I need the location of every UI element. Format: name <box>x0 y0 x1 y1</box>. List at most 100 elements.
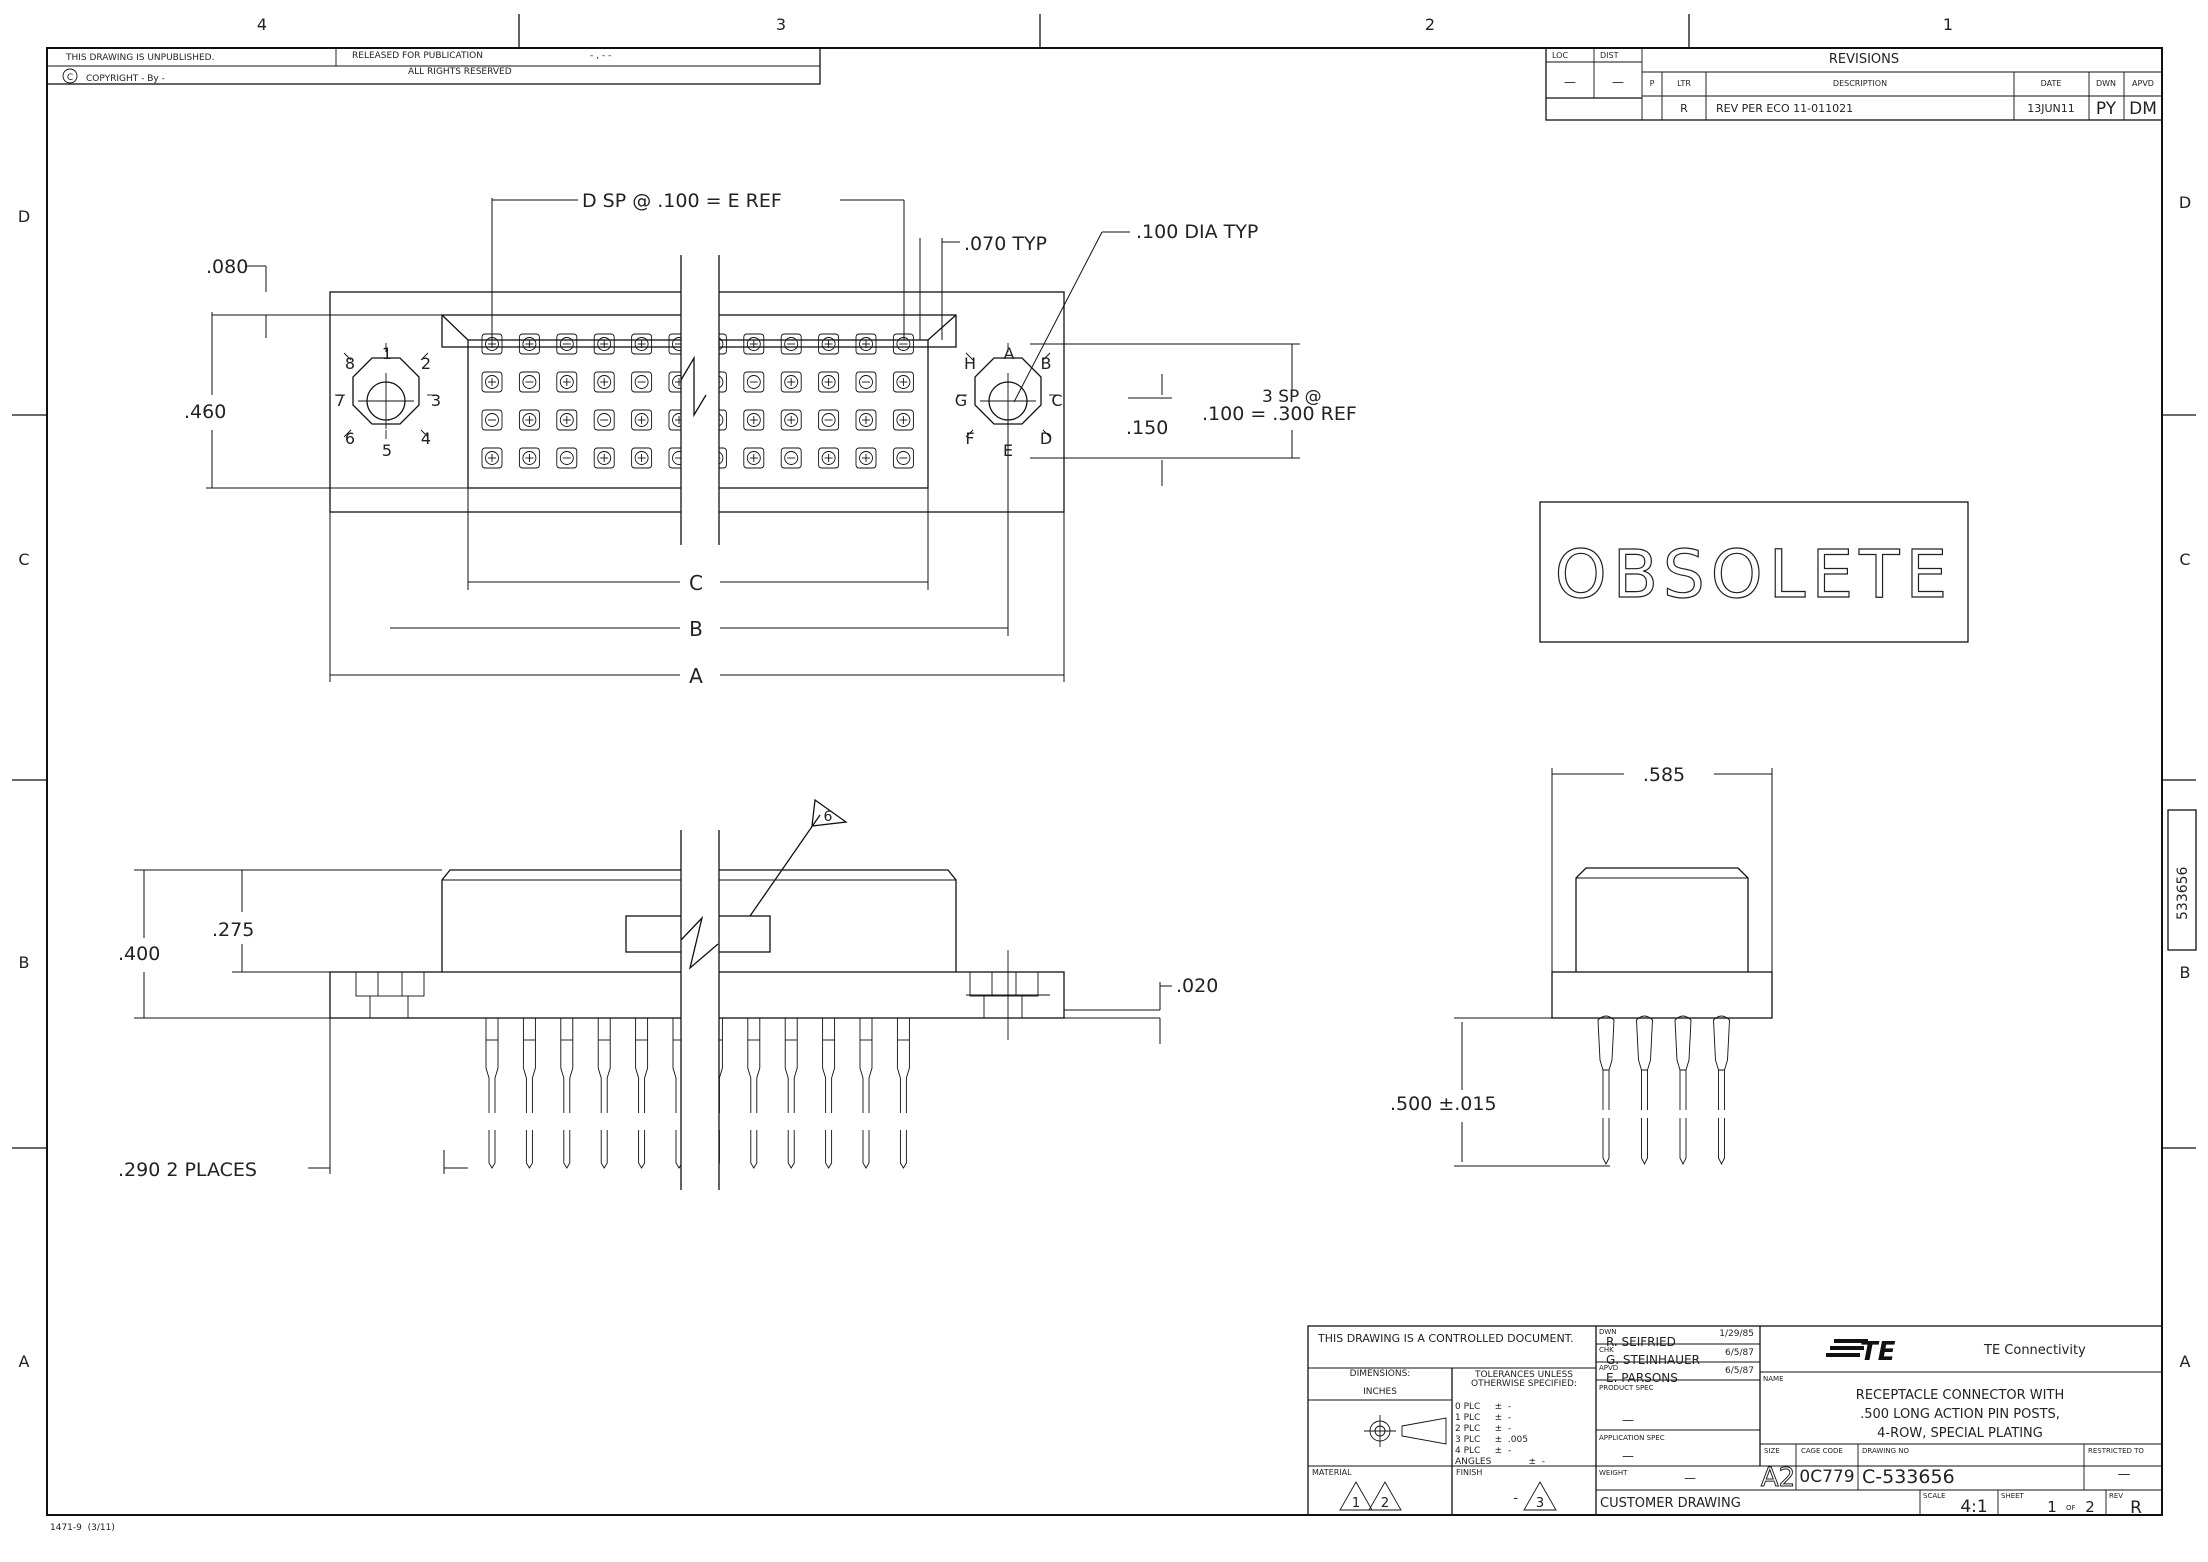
octagon-label-b: B <box>1041 354 1052 373</box>
pin-square <box>892 371 914 393</box>
company-name: TE Connectivity <box>1983 1343 2086 1358</box>
connector-end-view: .585 .500 ±.015 <box>1390 764 1773 1167</box>
weight-value: — <box>1684 1471 1696 1485</box>
dwn-name: R. SEIFRIED <box>1606 1335 1676 1349</box>
rev-col-apvd: APVD <box>2132 79 2154 88</box>
pin-profile <box>597 1018 611 1169</box>
pin-contact <box>481 409 503 431</box>
pin-contact <box>780 333 802 355</box>
pin-contact <box>631 447 653 469</box>
dim-585: .585 <box>1643 764 1685 786</box>
pin-square <box>780 371 802 393</box>
rev-row-description: REV PER ECO 11-011021 <box>1716 102 1853 115</box>
pin-square <box>743 333 765 355</box>
pin-square <box>556 447 578 469</box>
pin-square <box>743 447 765 469</box>
application-spec-label: APPLICATION SPEC <box>1599 1434 1665 1442</box>
pin-contact <box>818 447 840 469</box>
pin-profile <box>522 1018 536 1169</box>
pin-square <box>780 409 802 431</box>
octagon-label-5: 5 <box>382 441 392 460</box>
controlled-doc: THIS DRAWING IS A CONTROLLED DOCUMENT. <box>1317 1332 1574 1345</box>
pin-profile <box>485 1018 499 1169</box>
rev-row-ltr: R <box>1680 102 1688 115</box>
pin-contact <box>743 371 765 393</box>
product-spec-value: — <box>1622 1413 1634 1427</box>
dim-100-dia: .100 DIA TYP <box>1136 221 1258 243</box>
material-notes <box>1339 1481 1557 1511</box>
list-item: 1 PLC ± - <box>1455 1413 1511 1423</box>
pin-circle <box>821 451 836 465</box>
pin-shank <box>597 1018 611 1113</box>
zone-right-b: B <box>2180 963 2191 982</box>
pin-square <box>556 409 578 431</box>
pin-circle <box>784 413 799 427</box>
pin-contact <box>593 371 615 393</box>
pin-square <box>593 371 615 393</box>
pin-circle <box>485 413 499 427</box>
sheet-number: 1 <box>2047 1498 2057 1516</box>
obsolete-stamp: OBSOLETE <box>1539 501 1969 643</box>
drawing-no-label: DRAWING NO <box>1862 1447 1909 1455</box>
pin-contact <box>780 409 802 431</box>
pin-square <box>631 333 653 355</box>
table-row: R REV PER ECO 11-011021 13JUN11 PY DM <box>1680 99 2157 119</box>
weight-label: WEIGHT <box>1599 1469 1628 1477</box>
pin-square <box>518 447 540 469</box>
dist-label: DIST <box>1600 51 1619 60</box>
dim-400: .400 <box>118 943 160 965</box>
rev-label: REV <box>2109 1492 2123 1500</box>
octagon-label-2: 2 <box>421 354 431 373</box>
pin-tip <box>525 1130 533 1169</box>
list-item: 3 PLC ± .005 <box>1455 1435 1528 1445</box>
name-label: NAME <box>1763 1375 1784 1383</box>
zone-left-a: A <box>19 1352 30 1371</box>
rev-row-dwn: PY <box>2096 99 2117 119</box>
pin-contact <box>780 447 802 469</box>
pin-circle <box>522 337 537 351</box>
pin-contact <box>743 447 765 469</box>
pin-contact <box>556 371 578 393</box>
pin-circle <box>559 337 574 351</box>
rev-col-p: P <box>1650 79 1655 88</box>
rev-col-description: DESCRIPTION <box>1833 79 1887 88</box>
pin-square <box>892 409 914 431</box>
octagon-label-8: 8 <box>345 354 355 373</box>
chk-date: 6/5/87 <box>1725 1348 1754 1358</box>
chk-name: G. STEINHAUER <box>1606 1353 1700 1367</box>
pin-circle <box>522 451 537 465</box>
sheet-total: 2 <box>2085 1498 2095 1516</box>
dim-b: B <box>689 617 703 641</box>
pin-grid <box>481 333 914 469</box>
pin-shank <box>522 1018 536 1113</box>
pin-contact <box>892 409 914 431</box>
list-item: 0 PLC ± - <box>1455 1402 1511 1412</box>
pin-shank <box>896 1018 910 1113</box>
pin-square <box>556 333 578 355</box>
pin-contact <box>780 371 802 393</box>
scale-value: 4:1 <box>1960 1497 1987 1517</box>
pin-contact <box>518 333 540 355</box>
copyright-symbol: C <box>67 73 73 83</box>
pin-tip <box>638 1130 646 1169</box>
octagon-label-4: 4 <box>421 429 431 448</box>
octagon-label-1: 1 <box>382 344 392 363</box>
obsolete-text: OBSOLETE <box>1555 536 1953 613</box>
pin-profile <box>1636 1015 1653 1166</box>
pin-shank <box>1641 1070 1648 1110</box>
pin-tip <box>1718 1118 1725 1166</box>
zone-top-2: 2 <box>1425 15 1435 34</box>
octagon-label-a: A <box>1004 344 1015 363</box>
cage-value: 0C779 <box>1799 1467 1854 1487</box>
pin-circle <box>634 413 649 427</box>
revisions-block: LOC DIST — — REVISIONS P LTR DESCRIPTION… <box>1545 47 2163 121</box>
zone-left-c: C <box>18 550 29 569</box>
pin-contact <box>818 409 840 431</box>
pin-circle <box>559 375 574 389</box>
dwn-label: DWN <box>1599 1328 1617 1336</box>
pin-tip <box>825 1130 833 1169</box>
pin-profile <box>784 1018 798 1169</box>
finish-dash: - <box>1513 1491 1518 1506</box>
pin-shank <box>1718 1070 1725 1110</box>
te-logo-letters: TE <box>1860 1337 1896 1367</box>
